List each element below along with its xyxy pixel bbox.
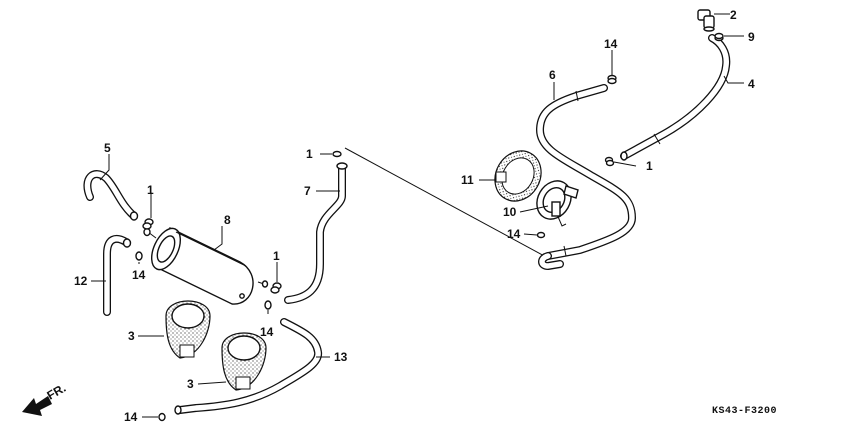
callout-14-bottom: 14: [124, 410, 138, 424]
callout-7: 7: [304, 184, 311, 198]
band-3-upper: [165, 300, 211, 359]
clip-14-right: [536, 231, 546, 239]
callout-4: 4: [748, 77, 755, 91]
hose-5: [83, 170, 139, 221]
diagram-code: KS43-F3200: [712, 406, 777, 417]
hose-4: [620, 34, 731, 161]
callout-2: 2: [730, 8, 737, 22]
callout-11: 11: [461, 173, 474, 187]
clip-1-mid: [270, 282, 282, 294]
callout-1-top: 1: [306, 147, 313, 161]
callout-1-right: 1: [646, 159, 653, 173]
clip-14-bottom: [158, 412, 166, 422]
callout-9: 9: [748, 30, 755, 44]
callout-13: 13: [334, 350, 348, 364]
callout-14-right: 14: [507, 227, 521, 241]
callouts: 5 1 12 14 8 1 14 1 7 3 3 13 14 11 10 14 …: [74, 8, 755, 424]
canister-8: [143, 226, 269, 305]
callout-5: 5: [104, 141, 111, 155]
clip-9: [714, 32, 724, 42]
clip-1-right: [604, 156, 615, 167]
front-direction-arrow: FR.: [22, 381, 68, 416]
leader-lines: [91, 13, 744, 418]
band-3-lower: [221, 332, 267, 391]
callout-8: 8: [224, 213, 231, 227]
callout-14-left: 14: [132, 268, 146, 282]
clip-1-left: [142, 218, 154, 230]
hose-6: [536, 84, 636, 270]
callout-6: 6: [549, 68, 556, 82]
clip-14-left: [135, 251, 143, 261]
hose-13: [174, 318, 322, 415]
clip-14-mid: [264, 300, 272, 310]
clip-14-top-right: [607, 74, 617, 85]
callout-14-top-right: 14: [604, 37, 618, 51]
callout-1-mid: 1: [273, 249, 280, 263]
callout-12: 12: [74, 274, 88, 288]
callout-1-left: 1: [147, 183, 154, 197]
clip-1-top: [332, 150, 342, 158]
reference-line: [344, 147, 549, 259]
band-11: [494, 150, 542, 202]
callout-10: 10: [503, 205, 517, 219]
hose-7: [284, 162, 348, 304]
valve-10: [536, 180, 579, 227]
hose-12: [103, 234, 132, 316]
callout-14-mid: 14: [260, 325, 274, 339]
callout-3-lower: 3: [187, 377, 194, 391]
callout-3-upper: 3: [128, 329, 135, 343]
joint-2: [697, 9, 715, 32]
